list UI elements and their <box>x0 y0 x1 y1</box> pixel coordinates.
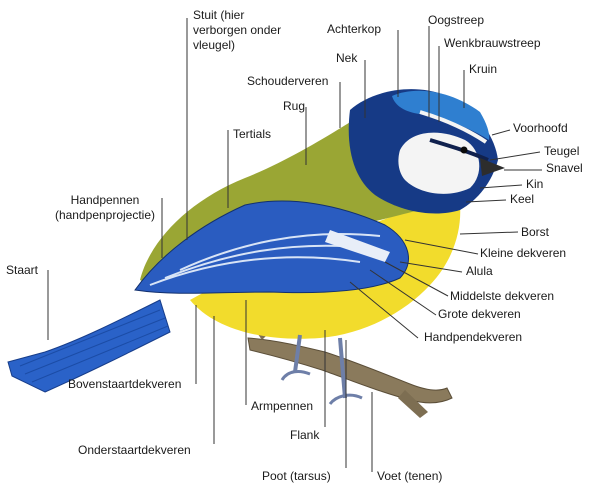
label-wenkbrauwstreep: Wenkbrauwstreep <box>444 36 541 51</box>
label-schouderveren: Schouderveren <box>247 74 328 89</box>
label-flank: Flank <box>290 428 319 443</box>
label-poot: Poot (tarsus) <box>262 469 331 484</box>
label-bovenstaartdekveren: Bovenstaartdekveren <box>68 377 181 392</box>
label-borst: Borst <box>521 225 549 240</box>
label-armpennen: Armpennen <box>251 399 313 414</box>
label-grote-dekveren: Grote dekveren <box>438 307 521 322</box>
label-kleine-dekveren: Kleine dekveren <box>480 246 566 261</box>
label-oogstreep: Oogstreep <box>428 13 484 28</box>
label-middelste-dekveren: Middelste dekveren <box>450 289 554 304</box>
label-voorhoofd: Voorhoofd <box>513 121 568 136</box>
label-handpennen: Handpennen (handpenprojectie) <box>44 193 166 223</box>
label-stuit: Stuit (hier verborgen onder vleugel) <box>193 8 291 53</box>
label-tertials: Tertials <box>233 127 271 142</box>
label-rug: Rug <box>283 99 305 114</box>
label-nek: Nek <box>336 51 357 66</box>
label-staart: Staart <box>6 263 38 278</box>
label-teugel: Teugel <box>544 144 579 159</box>
label-kruin: Kruin <box>469 62 497 77</box>
label-handpendekveren: Handpendekveren <box>424 330 522 345</box>
label-voet: Voet (tenen) <box>377 469 442 484</box>
label-kin: Kin <box>526 177 543 192</box>
label-onderstaartdekveren: Onderstaartdekveren <box>78 443 191 458</box>
label-achterkop: Achterkop <box>327 22 381 37</box>
label-keel: Keel <box>510 192 534 207</box>
label-alula: Alula <box>466 264 493 279</box>
label-snavel: Snavel <box>546 161 583 176</box>
